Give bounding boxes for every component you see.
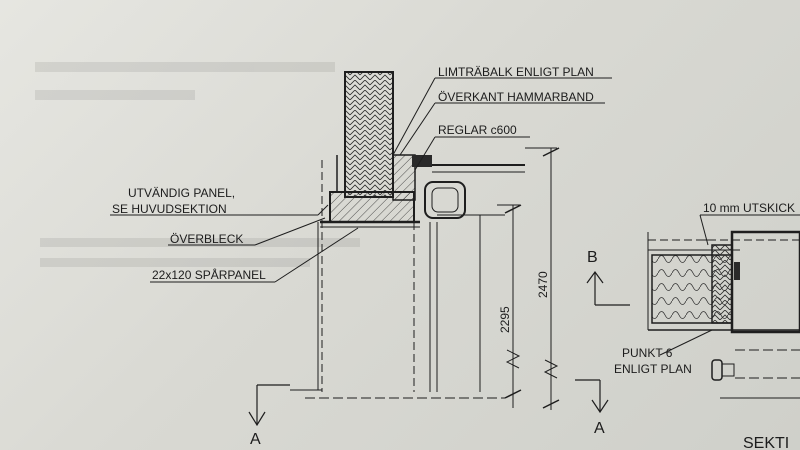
faint-background-marks — [35, 62, 360, 267]
section-letter-b: B — [587, 249, 598, 266]
dimension-text-2470: 2470 — [536, 271, 550, 298]
label-enligt-plan: ENLIGT PLAN — [614, 362, 692, 376]
right-detail — [647, 214, 800, 399]
stud-column — [392, 154, 525, 201]
door-frame — [424, 181, 505, 392]
glulam-beam — [344, 71, 394, 198]
label-reglar: REGLAR c600 — [438, 123, 517, 137]
label-limtrabalk: LIMTRÄBALK ENLIGT PLAN — [438, 65, 594, 79]
wall-outline — [290, 155, 505, 399]
section-letter-a-right: A — [594, 420, 605, 437]
dimension-2295: 2295 — [497, 204, 522, 408]
section-mark-a-left: A — [248, 384, 290, 448]
dimension-2470: 2470 — [525, 147, 560, 410]
label-punkt-6: PUNKT 6 — [622, 346, 673, 360]
dimension-text-2295: 2295 — [498, 306, 512, 333]
leader-lines-left — [110, 204, 359, 283]
section-letter-a-left: A — [250, 431, 261, 448]
label-sekti: SEKTI — [743, 435, 789, 450]
label-utvandig-panel: UTVÄNDIG PANEL, — [128, 186, 235, 200]
label-utskick: 10 mm UTSKICK — [703, 201, 795, 215]
section-mark-b: B — [586, 249, 630, 306]
label-overbleck: ÖVERBLECK — [170, 232, 243, 246]
section-mark-a-right: A — [575, 379, 609, 437]
label-overkant-hammarband: ÖVERKANT HAMMARBAND — [438, 90, 594, 104]
label-sparpanel: 22x120 SPÅRPANEL — [152, 267, 266, 282]
label-se-huvudsektion: SE HUVUDSEKTION — [112, 202, 227, 216]
leader-lines-right — [392, 77, 612, 171]
